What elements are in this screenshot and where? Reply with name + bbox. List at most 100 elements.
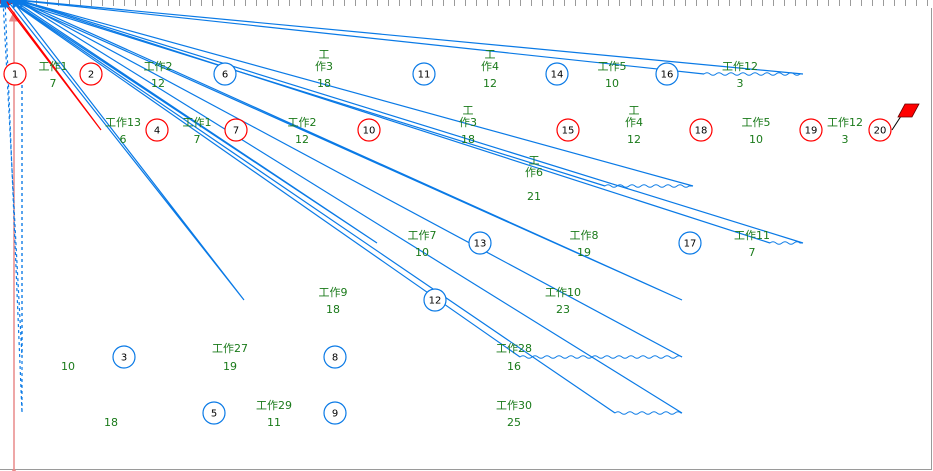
event-node-label: 13 — [474, 239, 487, 250]
event-node-11[interactable]: 11 — [412, 62, 436, 86]
activity-duration-1-2: 7 — [50, 77, 57, 90]
activity-name-1-2: 工作1 — [39, 60, 68, 73]
event-node-12[interactable]: 12 — [423, 288, 447, 312]
ruler-tick — [311, 0, 312, 6]
activity-name-10-15-part2: 作3 — [459, 116, 477, 129]
activity-name-17-19: 工作11 — [734, 229, 770, 242]
activity-name-10-18-part1: 工 — [529, 154, 540, 167]
ruler-tick — [927, 0, 928, 6]
event-node-10[interactable]: 10 — [357, 118, 381, 142]
event-node-4[interactable]: 4 — [145, 118, 169, 142]
event-node-8[interactable]: 8 — [323, 345, 347, 369]
ruler-tick — [586, 0, 587, 6]
ruler-tick — [718, 0, 719, 6]
ruler-tick — [575, 0, 576, 6]
free-float-wave — [519, 355, 683, 359]
activity-name-2-6: 工作2 — [144, 60, 173, 73]
activity-name-12-17: 工作10 — [545, 286, 581, 299]
event-node-17[interactable]: 17 — [678, 231, 702, 255]
activity-arrow-7-12[interactable] — [6, 0, 245, 301]
ruler-tick — [388, 0, 389, 6]
event-node-2[interactable]: 2 — [79, 62, 103, 86]
ruler-tick — [113, 0, 114, 6]
event-node-16[interactable]: 16 — [655, 62, 679, 86]
activity-name-7-10: 工作2 — [288, 116, 317, 129]
activity-duration-3-8: 19 — [223, 360, 237, 373]
event-node-label: 10 — [363, 126, 376, 137]
ruler-tick — [553, 0, 554, 6]
activity-name-6-11-part2: 作3 — [315, 60, 333, 73]
free-float-wave — [614, 411, 682, 415]
event-node-9[interactable]: 9 — [323, 401, 347, 425]
ruler-tick — [850, 0, 851, 6]
free-float-wave — [703, 72, 803, 76]
activity-duration-10-18: 21 — [527, 190, 541, 203]
ruler-tick — [333, 0, 334, 6]
activity-duration-15-18: 12 — [627, 133, 641, 146]
ruler-tick — [432, 0, 433, 6]
activity-arrow-17-19[interactable] — [16, 0, 804, 245]
activity-duration-19-20: 3 — [842, 133, 849, 146]
event-node-label: 14 — [551, 70, 564, 81]
ruler-tick — [322, 0, 323, 6]
activity-arrow-8-17[interactable] — [7, 0, 683, 359]
diagram-frame — [0, 8, 932, 470]
ruler-tick — [487, 0, 488, 6]
ruler-tick — [564, 0, 565, 6]
activity-arrow-2-4[interactable] — [1, 0, 102, 131]
event-node-5[interactable]: 5 — [202, 401, 226, 425]
event-node-label: 12 — [429, 296, 442, 307]
event-node-1[interactable]: 1 — [3, 62, 27, 86]
activity-name-15-18-part2: 作4 — [625, 116, 643, 129]
ruler-tick — [223, 0, 224, 6]
ruler-tick — [773, 0, 774, 6]
ruler-tick — [531, 0, 532, 6]
ruler-tick — [839, 0, 840, 6]
activity-duration-2-6: 12 — [151, 77, 165, 90]
ruler-tick — [135, 0, 136, 6]
ruler-tick — [652, 0, 653, 6]
activity-name-13-17: 工作8 — [570, 229, 599, 242]
activity-arrow-10-13[interactable] — [9, 0, 378, 244]
activity-duration-6-11: 18 — [317, 77, 331, 90]
ruler-tick — [36, 0, 37, 6]
ruler-tick — [905, 0, 906, 6]
event-node-6[interactable]: 6 — [213, 62, 237, 86]
ruler-tick — [421, 0, 422, 6]
ruler-tick — [696, 0, 697, 6]
ruler-tick — [762, 0, 763, 6]
event-node-20[interactable]: 20 — [868, 118, 892, 142]
activity-name-11-14-part1: 工 — [485, 48, 496, 61]
event-node-13[interactable]: 13 — [468, 231, 492, 255]
activity-arrow-16-19[interactable] — [15, 0, 804, 76]
activity-name-16-19: 工作12 — [722, 60, 758, 73]
ruler-tick — [751, 0, 752, 6]
activity-arrow-10-18[interactable] — [9, 0, 694, 188]
activity-arrow-1-5[interactable] — [1, 0, 23, 414]
ruler-tick — [597, 0, 598, 6]
event-node-label: 19 — [805, 126, 818, 137]
event-node-19[interactable]: 19 — [799, 118, 823, 142]
activity-arrow-12-17[interactable] — [11, 0, 683, 301]
event-node-18[interactable]: 18 — [689, 118, 713, 142]
activity-duration-12-17: 23 — [556, 303, 570, 316]
activity-arrow-1-3[interactable] — [0, 0, 23, 358]
activity-arrow-9-17[interactable] — [8, 0, 683, 415]
ruler-tick — [619, 0, 620, 6]
ruler-tick — [476, 0, 477, 6]
free-float-wave — [769, 241, 803, 245]
event-node-7[interactable]: 7 — [224, 118, 248, 142]
event-node-15[interactable]: 15 — [556, 118, 580, 142]
ruler-tick — [916, 0, 917, 6]
event-node-label: 7 — [233, 126, 239, 137]
event-node-3[interactable]: 3 — [112, 345, 136, 369]
ruler-tick — [828, 0, 829, 6]
activity-duration-11-14: 12 — [483, 77, 497, 90]
ruler-tick — [278, 0, 279, 6]
ruler-tick — [707, 0, 708, 6]
activity-name-5-9: 工作29 — [256, 399, 292, 412]
event-node-14[interactable]: 14 — [545, 62, 569, 86]
event-node-label: 16 — [661, 70, 674, 81]
event-node-label: 15 — [562, 126, 575, 137]
ruler-tick — [883, 0, 884, 6]
